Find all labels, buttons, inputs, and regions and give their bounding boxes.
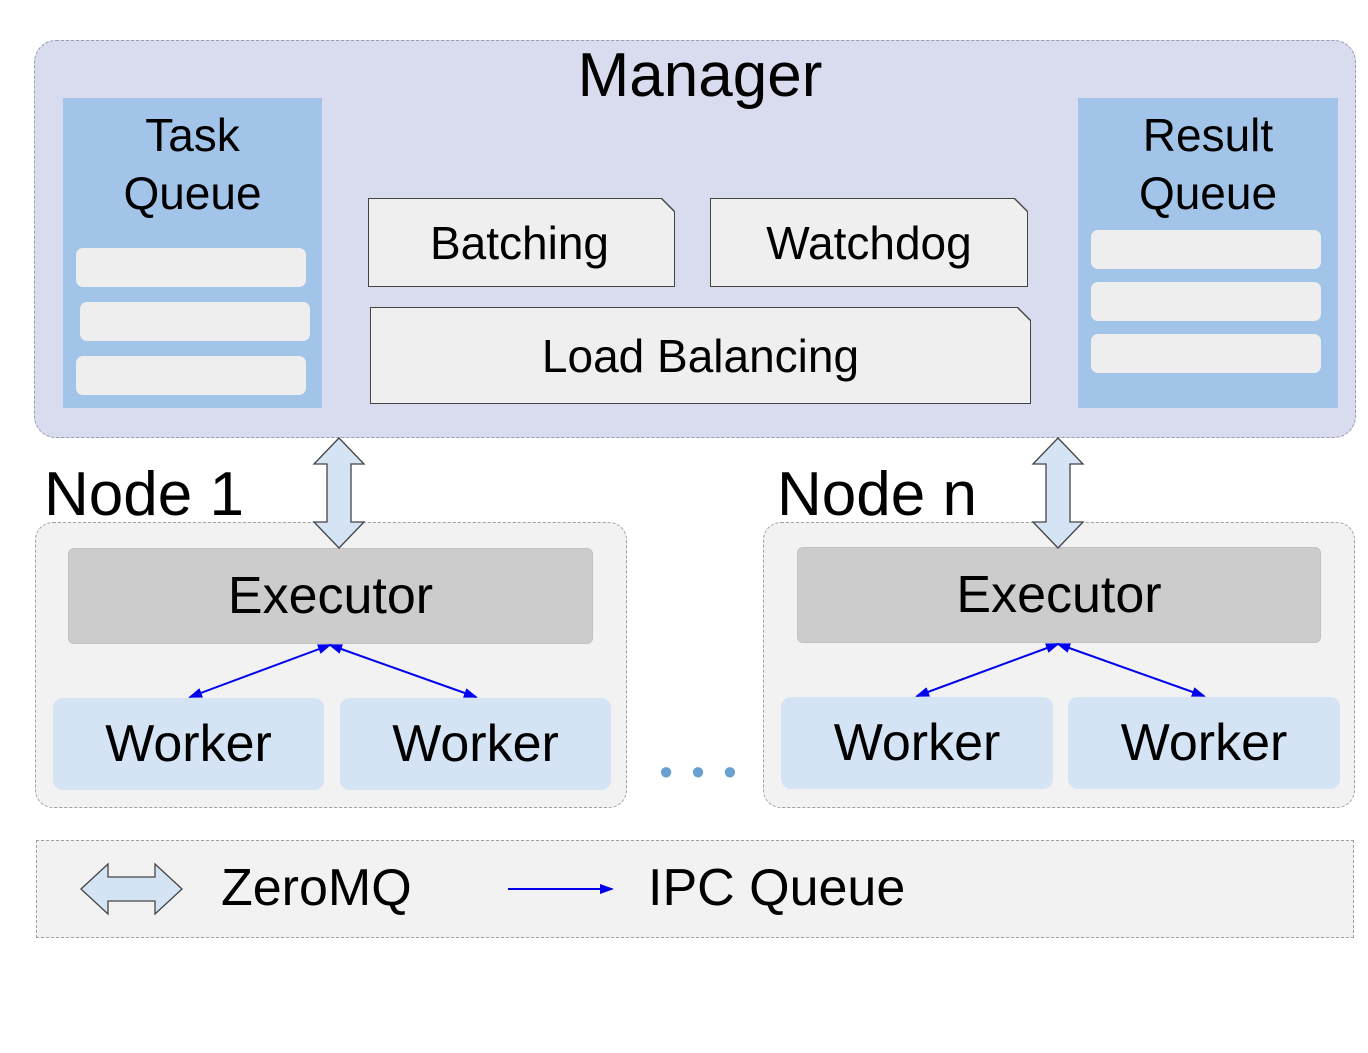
task-queue-title-line2: Queue: [123, 167, 262, 219]
node-1-worker-2-label: Worker: [392, 715, 559, 773]
node-n-worker-2: Worker: [1068, 697, 1340, 789]
result-queue-title-line1: Result: [1142, 109, 1274, 161]
result-queue-slot: [1091, 282, 1321, 321]
node-1-worker-2: Worker: [340, 698, 611, 790]
ipc-arrow-node-1-worker-1: [188, 644, 332, 698]
zeromq-arrow-node-n: [1031, 437, 1085, 549]
node-1-executor: Executor: [68, 548, 593, 644]
result-queue-title-line2: Queue: [1138, 167, 1278, 219]
node-n-label: Node n: [777, 460, 977, 529]
more-nodes-ellipsis: • • •: [659, 751, 741, 794]
ipc-arrow-node-n-worker-1: [915, 643, 1060, 697]
legend-zeromq-label: ZeroMQ: [221, 859, 412, 917]
batching-module: Batching: [368, 198, 675, 287]
result-queue: Result Queue: [1078, 98, 1338, 408]
task-queue-slot: [80, 302, 310, 341]
node-n-worker-1-label: Worker: [833, 714, 1001, 772]
node-1-executor-label: Executor: [227, 567, 434, 625]
task-queue-title-line1: Task: [145, 109, 240, 161]
task-queue: Task Queue: [63, 98, 322, 408]
node-1-worker-1-label: Worker: [105, 715, 272, 773]
watchdog-module: Watchdog: [710, 198, 1028, 287]
ipc-arrow-node-n-worker-2: [1056, 643, 1206, 697]
node-n-executor-label: Executor: [956, 566, 1162, 624]
legend-ipc-queue-label: IPC Queue: [648, 859, 906, 917]
load-balancing-module: Load Balancing: [370, 307, 1031, 404]
node-n-executor: Executor: [797, 547, 1321, 643]
zeromq-arrow-node-1: [312, 437, 366, 549]
node-n-worker-1: Worker: [781, 697, 1053, 789]
legend-zeromq-symbol: [80, 862, 183, 916]
result-queue-slot: [1091, 230, 1321, 269]
load-balancing-label: Load Balancing: [541, 329, 860, 382]
node-1-worker-1: Worker: [53, 698, 324, 790]
task-queue-slot: [76, 248, 306, 287]
ipc-arrow-node-1-worker-2: [328, 644, 478, 698]
task-queue-slot: [76, 356, 306, 395]
result-queue-slot: [1091, 334, 1321, 373]
batching-label: Batching: [429, 216, 609, 269]
legend-panel: [36, 840, 1354, 938]
node-1-label: Node 1: [44, 460, 244, 529]
manager-title: Manager: [577, 40, 823, 110]
watchdog-label: Watchdog: [766, 216, 972, 269]
node-n-worker-2-label: Worker: [1120, 714, 1288, 772]
